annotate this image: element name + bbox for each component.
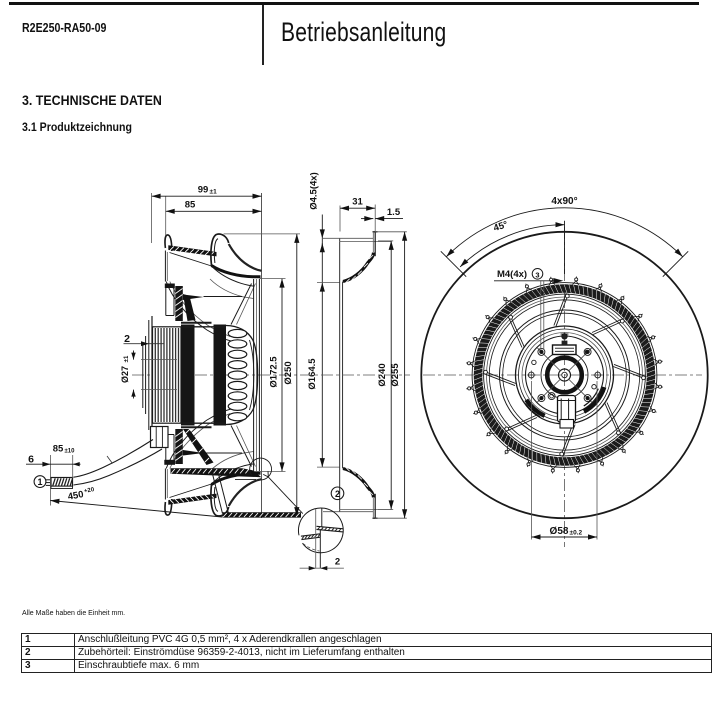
svg-text:M4(4x): M4(4x): [497, 269, 527, 280]
svg-text:Ø164.5: Ø164.5: [307, 358, 318, 390]
svg-text:±1: ±1: [210, 189, 218, 196]
svg-text:Ø250: Ø250: [283, 361, 294, 384]
svg-text:±0.2: ±0.2: [570, 530, 583, 537]
svg-text:1: 1: [37, 477, 42, 487]
svg-text:99: 99: [198, 185, 209, 196]
svg-text:+20: +20: [84, 487, 96, 495]
svg-text:Ø172.5: Ø172.5: [268, 356, 279, 388]
svg-text:4x90°: 4x90°: [551, 196, 577, 207]
svg-text:2: 2: [124, 333, 130, 345]
svg-text:1.5: 1.5: [387, 207, 401, 218]
svg-text:3: 3: [535, 270, 539, 279]
svg-text:2: 2: [335, 489, 340, 499]
svg-text:45°: 45°: [492, 219, 509, 234]
svg-text:31: 31: [352, 197, 363, 208]
svg-text:450: 450: [67, 489, 85, 503]
svg-text:Ø4.5(4x): Ø4.5(4x): [309, 172, 320, 210]
svg-text:±10: ±10: [65, 449, 76, 455]
svg-text:2: 2: [335, 557, 340, 568]
svg-text:Ø240: Ø240: [377, 363, 388, 386]
svg-text:Ø27: Ø27: [120, 366, 130, 383]
svg-text:±1: ±1: [124, 355, 130, 362]
svg-text:85: 85: [53, 444, 64, 455]
svg-text:85: 85: [185, 200, 196, 211]
svg-text:Ø58: Ø58: [550, 526, 569, 537]
svg-text:6: 6: [28, 454, 34, 466]
